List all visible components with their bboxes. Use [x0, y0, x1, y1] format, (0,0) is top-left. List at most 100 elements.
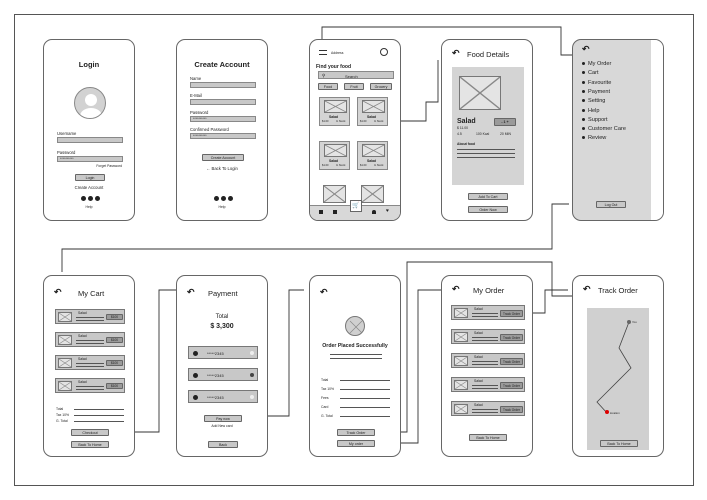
saved-card[interactable]: *****2345	[188, 390, 258, 403]
forgot-password-link[interactable]: Forget Password	[96, 164, 122, 168]
card-radio[interactable]	[250, 373, 254, 377]
item-name: Salad	[474, 355, 483, 359]
home-icon[interactable]	[319, 210, 323, 214]
menu-icon[interactable]	[319, 50, 327, 55]
back-to-home-button[interactable]: Back To Home	[600, 440, 638, 447]
back-arrow-icon[interactable]: ↶	[452, 284, 460, 294]
chip-grocery[interactable]: Grocery	[370, 83, 392, 90]
social-dot-3[interactable]	[228, 196, 233, 201]
back-to-home-button[interactable]: Back To Home	[469, 434, 507, 441]
my-order-button[interactable]: My order	[337, 440, 375, 447]
menu-item[interactable]: Cart	[582, 70, 599, 76]
back-arrow-icon[interactable]: ↶	[452, 48, 460, 58]
menu-item-label: My Order	[588, 61, 612, 67]
menu-item-label: Review	[588, 135, 607, 142]
back-to-home-button[interactable]: Back To Home	[71, 441, 109, 448]
bullet-icon	[582, 71, 585, 75]
saved-card[interactable]: *****2345	[188, 368, 258, 381]
menu-item[interactable]: Help	[582, 108, 600, 114]
card-name: Salad	[367, 159, 377, 163]
summary-label: Card	[321, 405, 329, 409]
add-to-cart-button[interactable]: Add To Cart	[468, 193, 508, 200]
logout-button[interactable]: Log Out	[596, 201, 626, 208]
back-arrow-icon[interactable]: ↶	[54, 287, 62, 297]
menu-item[interactable]: Support	[582, 117, 608, 123]
social-dot-2[interactable]	[221, 196, 226, 201]
back-arrow-icon[interactable]: ↶	[320, 287, 328, 297]
card-radio[interactable]	[250, 395, 254, 399]
email-label: E-Mail	[190, 93, 202, 98]
social-dot-1[interactable]	[81, 196, 86, 201]
back-button[interactable]: Back	[208, 441, 238, 448]
cart-icon[interactable]: 🛒	[350, 200, 362, 212]
social-dot-3[interactable]	[95, 196, 100, 201]
password-label: Password	[190, 110, 209, 115]
cart-item-row[interactable]: Salad$100	[55, 355, 125, 370]
chip-food[interactable]: Food	[318, 83, 338, 90]
confirm-password-field[interactable]: **********	[190, 133, 256, 139]
bullet-icon	[582, 62, 585, 66]
saved-card[interactable]: *****2345	[188, 346, 258, 359]
login-button[interactable]: Login	[75, 174, 105, 181]
map-area[interactable]	[587, 308, 649, 450]
cart-item-row[interactable]: Salad$100	[55, 309, 125, 324]
menu-item-label: Cart	[588, 70, 599, 77]
back-to-login-link[interactable]: ← Back To Login	[206, 166, 238, 171]
cart-item-row[interactable]: Salad$100	[55, 378, 125, 393]
menu-item[interactable]: Review	[582, 135, 606, 141]
password-field[interactable]: **********	[190, 116, 256, 122]
track-order-button[interactable]: Track Order	[500, 406, 523, 413]
checkout-button[interactable]: Checkout	[71, 429, 109, 436]
summary-label: G. Total	[321, 414, 333, 418]
quantity-stepper[interactable]: - 1 +	[494, 118, 516, 126]
menu-nav-icon[interactable]	[333, 210, 337, 214]
menu-item[interactable]: Payment	[582, 89, 610, 95]
help-link[interactable]: Help	[85, 205, 93, 209]
track-order-button[interactable]: Track Order	[500, 358, 523, 365]
email-field[interactable]	[190, 99, 256, 105]
back-arrow-icon[interactable]: ↶	[583, 284, 591, 294]
create-account-button[interactable]: Create Account	[202, 154, 244, 161]
cart-item-row[interactable]: Salad$100	[55, 332, 125, 347]
back-arrow-icon[interactable]: ↶	[582, 44, 590, 54]
card-radio[interactable]	[250, 351, 254, 355]
menu-item[interactable]: Customer Care	[582, 126, 626, 132]
chip-fruit[interactable]: Fruit	[344, 83, 364, 90]
social-dot-2[interactable]	[88, 196, 93, 201]
password-field[interactable]: **********	[57, 156, 123, 162]
track-order-button[interactable]: Track Order	[500, 310, 523, 317]
create-account-link[interactable]: Create Account	[74, 185, 104, 190]
menu-item[interactable]: My Order	[582, 61, 611, 67]
bell-icon[interactable]	[372, 210, 376, 214]
pay-now-button[interactable]: Pay now	[204, 415, 242, 422]
profile-icon[interactable]	[380, 48, 388, 56]
track-order-button[interactable]: Track Order	[500, 382, 523, 389]
heart-icon[interactable]: ♥	[386, 208, 389, 214]
user-marker-icon	[627, 320, 631, 324]
order-now-button[interactable]: Order Now	[468, 206, 508, 213]
username-field[interactable]	[57, 137, 123, 143]
back-arrow-icon[interactable]: ↶	[187, 287, 195, 297]
card-price: $1.00	[360, 120, 367, 123]
track-order-button[interactable]: Track Order	[500, 334, 523, 341]
menu-item[interactable]: Favourite	[582, 80, 611, 86]
name-field[interactable]	[190, 82, 256, 88]
card-number: *****2345	[207, 395, 224, 400]
page-title: Track Order	[598, 286, 638, 295]
menu-item[interactable]: Setting	[582, 98, 605, 104]
search-bar[interactable]: ⚲ Search	[318, 71, 394, 79]
track-order-button[interactable]: Track Order	[337, 429, 375, 436]
add-new-card-link[interactable]: Add New card	[211, 424, 233, 428]
grand-total-label: G. Total	[56, 419, 68, 423]
help-link[interactable]: Help	[218, 205, 226, 209]
social-dot-1[interactable]	[214, 196, 219, 201]
